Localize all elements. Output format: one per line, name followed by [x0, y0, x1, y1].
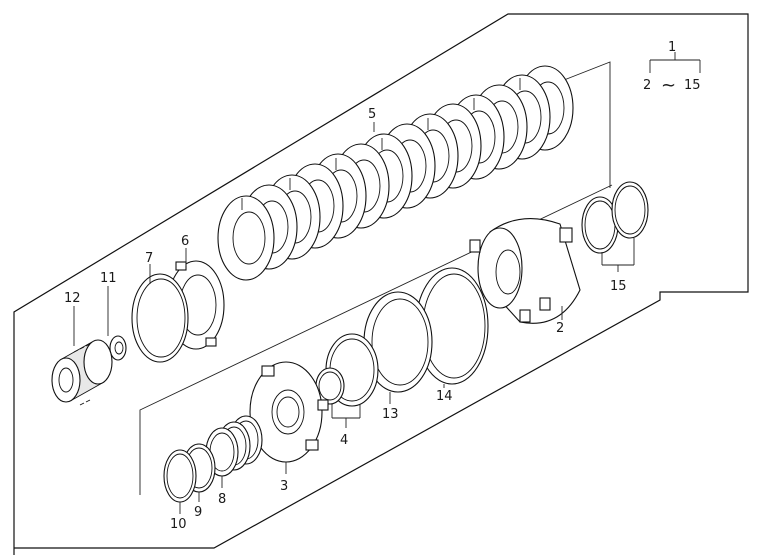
callout-9: 9: [194, 505, 202, 520]
callout-6: 6: [181, 234, 189, 249]
clutch-disc-stack: [217, 65, 574, 281]
lower-parts-panel: [139, 184, 613, 495]
diagram-border: [13, 13, 749, 555]
callout-3: 3: [280, 479, 288, 494]
clutch-drum: [469, 218, 581, 324]
callout-5: 5: [368, 107, 376, 122]
callout-range-end: 15: [684, 78, 701, 93]
callout-8: 8: [218, 492, 226, 507]
thrust-washer: [109, 335, 127, 361]
callout-11: 11: [100, 271, 117, 286]
seal-rings: [581, 181, 649, 272]
callout-15: 15: [610, 279, 627, 294]
snap-ring-large: [131, 273, 189, 363]
callout-7: 7: [145, 251, 153, 266]
callout-1: 1: [668, 40, 676, 55]
seal-set: [315, 333, 379, 428]
snap-ring-outer: [163, 449, 197, 503]
callout-14: 14: [436, 389, 453, 404]
callout-13: 13: [382, 407, 399, 422]
callout-range-start: 2: [643, 78, 651, 93]
callout-10: 10: [170, 517, 187, 532]
assembly-bracket: [649, 52, 701, 73]
splined-hub: [51, 339, 113, 406]
callout-range-separator: ~: [661, 75, 676, 96]
callout-2: 2: [556, 321, 564, 336]
callout-4: 4: [340, 433, 348, 448]
callout-12: 12: [64, 291, 81, 306]
